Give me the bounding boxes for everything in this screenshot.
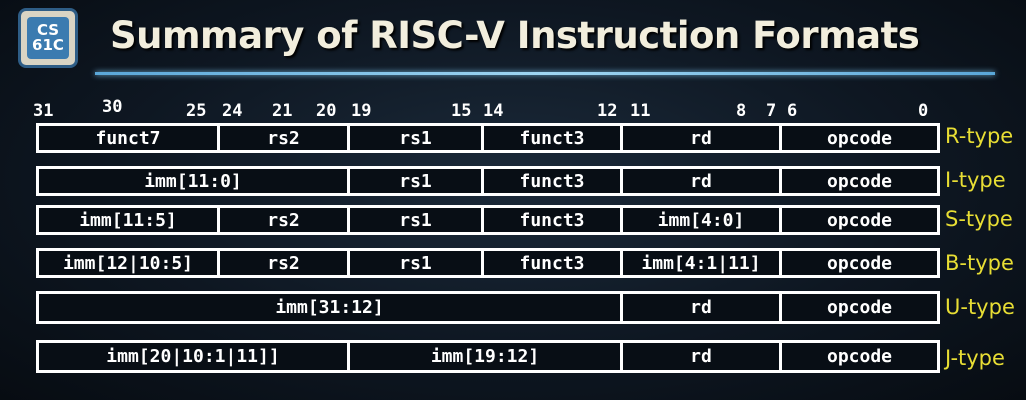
- type-label-r-type: R-type: [945, 124, 1014, 148]
- field-rs1: rs1: [350, 169, 481, 193]
- format-row-j-type: imm[20|10:1|11]] imm[19:12] rd opcode: [36, 340, 940, 373]
- field-rs2: rs2: [220, 251, 347, 275]
- cs61c-logo-chip: CS 61C: [27, 17, 69, 59]
- field-rs2: rs2: [220, 208, 347, 232]
- field-opcode: opcode: [782, 126, 937, 150]
- bit-label-25: 25: [186, 101, 207, 121]
- field-imm-4-1-11: imm[4:1|11]: [623, 251, 779, 275]
- field-imm-31-12: imm[31:12]: [39, 294, 620, 321]
- field-funct3: funct3: [484, 208, 620, 232]
- format-row-b-type: imm[12|10:5] rs2 rs1 funct3 imm[4:1|11] …: [36, 248, 940, 278]
- type-label-u-type: U-type: [945, 295, 1015, 319]
- bit-label-30: 30: [102, 97, 123, 117]
- bit-label-14: 14: [483, 101, 504, 121]
- bit-label-31: 31: [33, 101, 54, 121]
- field-funct3: funct3: [484, 251, 620, 275]
- field-imm-11-0: imm[11:0]: [39, 169, 347, 193]
- bit-label-20: 20: [316, 101, 337, 121]
- type-label-b-type: B-type: [945, 251, 1014, 275]
- field-rs1: rs1: [350, 208, 481, 232]
- format-row-s-type: imm[11:5] rs2 rs1 funct3 imm[4:0] opcode: [36, 205, 940, 235]
- field-rd: rd: [623, 126, 779, 150]
- bit-label-7: 7: [766, 101, 777, 121]
- slide-title: Summary of RISC-V Instruction Formats: [110, 14, 920, 57]
- bit-label-12: 12: [597, 101, 618, 121]
- bit-label-21: 21: [272, 101, 293, 121]
- field-funct7: funct7: [39, 126, 217, 150]
- field-funct3: funct3: [484, 126, 620, 150]
- field-imm-11-5: imm[11:5]: [39, 208, 217, 232]
- field-funct3: funct3: [484, 169, 620, 193]
- logo-line-2: 61C: [32, 36, 64, 54]
- format-row-r-type: funct7 rs2 rs1 funct3 rd opcode: [36, 123, 940, 153]
- bit-label-6: 6: [787, 101, 798, 121]
- type-label-j-type: J-type: [945, 346, 1005, 370]
- field-opcode: opcode: [782, 169, 937, 193]
- type-label-i-type: I-type: [945, 168, 1006, 192]
- title-underline: [95, 72, 995, 75]
- field-rd: rd: [623, 294, 779, 321]
- logo-line-1: CS: [36, 21, 60, 39]
- field-rs1: rs1: [350, 251, 481, 275]
- bit-label-19: 19: [351, 101, 372, 121]
- bit-label-24: 24: [222, 101, 243, 121]
- field-imm-12-10-5: imm[12|10:5]: [39, 251, 217, 275]
- bit-label-11: 11: [630, 101, 651, 121]
- field-rd: rd: [623, 169, 779, 193]
- format-row-i-type: imm[11:0] rs1 funct3 rd opcode: [36, 166, 940, 196]
- bit-label-8: 8: [736, 101, 747, 121]
- field-rs1: rs1: [350, 126, 481, 150]
- type-label-s-type: S-type: [945, 207, 1013, 231]
- field-opcode: opcode: [782, 251, 937, 275]
- bit-label-15: 15: [451, 101, 472, 121]
- field-opcode: opcode: [782, 208, 937, 232]
- field-imm-20-10-1-11: imm[20|10:1|11]]: [39, 343, 347, 370]
- cs61c-logo: CS 61C: [18, 8, 78, 68]
- field-imm-19-12: imm[19:12]: [350, 343, 620, 370]
- field-imm-4-0: imm[4:0]: [623, 208, 779, 232]
- format-row-u-type: imm[31:12] rd opcode: [36, 291, 940, 324]
- field-opcode: opcode: [782, 294, 937, 321]
- bit-label-0: 0: [918, 101, 929, 121]
- field-opcode: opcode: [782, 343, 937, 370]
- field-rd: rd: [623, 343, 779, 370]
- field-rs2: rs2: [220, 126, 347, 150]
